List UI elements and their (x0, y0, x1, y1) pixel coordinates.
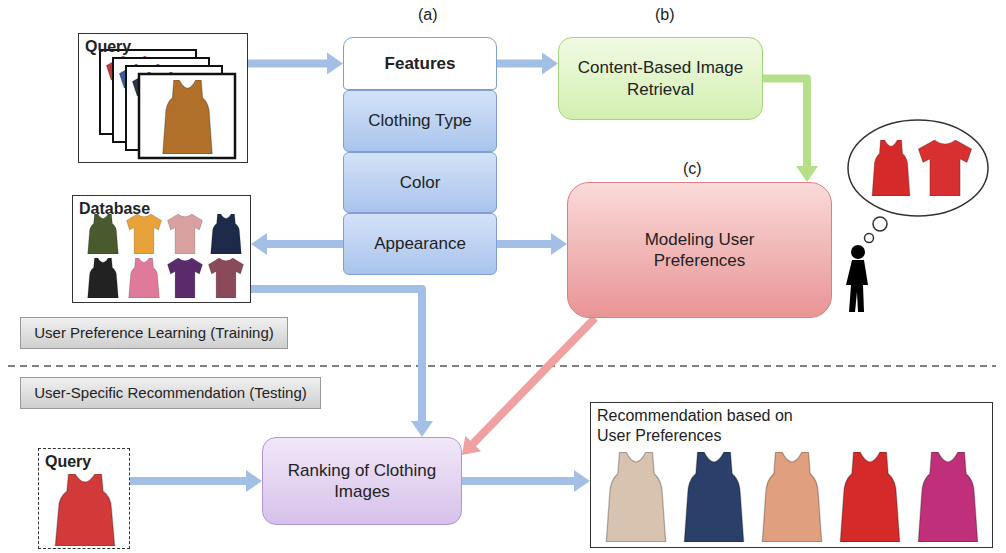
phase-band: User Preference Learning (Training) (20, 317, 288, 349)
text-block: Recommendation based on User Preferences (597, 406, 802, 446)
process-box: Ranking of Clothing Images (262, 437, 462, 525)
flow-arrow (763, 79, 818, 183)
result-frame: Recommendation based on User Preferences (590, 402, 993, 548)
callout-number: (c) (683, 160, 702, 178)
box-label: Ranking of Clothing Images (276, 460, 448, 503)
text-block: User-Specific Recommendation (Testing) (34, 384, 307, 403)
text-block: Query (85, 37, 131, 57)
box-label: Modeling User Preferences (607, 229, 792, 272)
feature-box: Appearance (343, 213, 497, 275)
database-frame: Database (72, 195, 251, 303)
recommendation-images (606, 452, 977, 542)
callout-number: (b) (655, 6, 675, 24)
feature-box: Clothing Type (343, 90, 497, 152)
text-block: Query (45, 452, 91, 472)
text-block: Clothing Type (368, 110, 472, 131)
flow-arrow (130, 470, 262, 492)
flow-arrow (462, 470, 590, 492)
query-image-stack (100, 50, 235, 158)
flow-arrow (248, 53, 343, 75)
flow-arrow (462, 318, 595, 455)
text-block: Modeling User Preferences (607, 229, 792, 272)
query-image (55, 474, 114, 546)
arrow-head (462, 436, 481, 455)
query-frame: Query (78, 33, 248, 163)
box-label: Features (385, 53, 456, 74)
arrow-shaft (266, 240, 343, 248)
text-block: Database (79, 199, 150, 219)
text-block: Features (385, 53, 456, 74)
arrow-shaft (472, 318, 595, 444)
box-label: Recommendation based on User Preferences (597, 406, 802, 446)
text-block: Content-Based Image Retrieval (572, 57, 749, 100)
text-block: User Preference Learning (Training) (34, 324, 274, 343)
text-block: Color (400, 172, 441, 193)
box-label: Query (85, 37, 131, 57)
database-images (88, 214, 244, 298)
arrow-head (551, 233, 567, 255)
arrow-shaft (763, 79, 807, 168)
arrow-shaft (462, 477, 575, 485)
process-box: Content-Based Image Retrieval (558, 37, 763, 120)
flow-arrow (251, 233, 343, 255)
box-label: Query (45, 452, 91, 472)
text-block: Ranking of Clothing Images (276, 460, 448, 503)
phase-separator (8, 365, 996, 367)
box-label: Content-Based Image Retrieval (572, 57, 749, 100)
phase-band: User-Specific Recommendation (Testing) (20, 377, 321, 409)
box-label: Appearance (374, 233, 466, 254)
process-box: Modeling User Preferences (567, 182, 832, 318)
callout-number: (a) (418, 6, 438, 24)
flow-arrow (497, 233, 567, 255)
box-label: User-Specific Recommendation (Testing) (34, 384, 307, 403)
flow-arrow (497, 53, 558, 75)
arrow-head (574, 470, 590, 492)
arrow-head (246, 470, 262, 492)
feature-header: Features (343, 37, 497, 90)
arrow-shaft (497, 240, 552, 248)
feature-box: Color (343, 152, 497, 213)
arrow-shaft (248, 60, 328, 68)
flow-arrow (251, 289, 433, 437)
box-label: User Preference Learning (Training) (34, 324, 274, 343)
arrow-head (251, 233, 267, 255)
arrow-shaft (497, 60, 543, 68)
arrow-head (542, 53, 558, 75)
arrow-shaft (130, 477, 247, 485)
user-thought (846, 120, 988, 312)
text-block: Appearance (374, 233, 466, 254)
arrow-head (327, 53, 343, 75)
arrow-head (796, 166, 818, 182)
box-label: Clothing Type (368, 110, 472, 131)
query-frame: Query (38, 448, 130, 549)
box-label: Color (400, 172, 441, 193)
arrow-head (411, 421, 433, 437)
box-label: Database (79, 199, 150, 219)
